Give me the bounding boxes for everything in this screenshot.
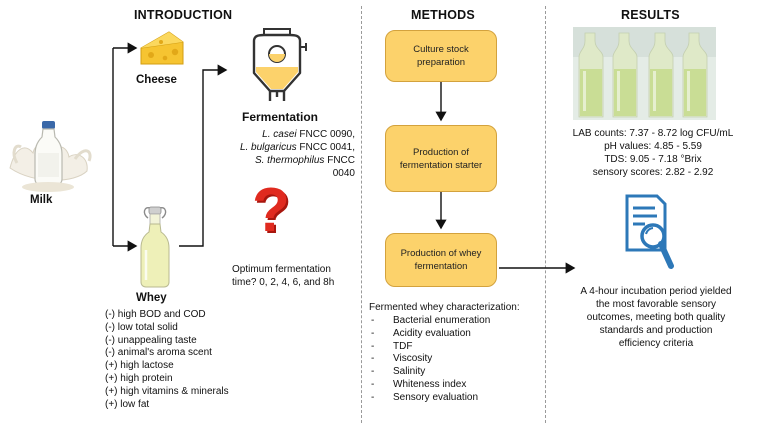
conclusion-line: efficiency criteria (618, 338, 694, 349)
question-icon: ? (252, 176, 290, 245)
conclusion-line: standards and production (599, 325, 713, 336)
report-search-icon (625, 194, 674, 269)
cheese-icon (140, 31, 184, 65)
results-conclusion: A 4-hour incubation period yielded the m… (556, 285, 756, 350)
results-heading: RESULTS (621, 8, 680, 22)
strain-name: S. thermophilus (254, 155, 325, 166)
whey-property: (+) high lactose (105, 360, 174, 372)
method-step-whey-fermentation: Production of whey fermentation (385, 233, 497, 287)
whey-label: Whey (136, 292, 167, 304)
optimum-question: Optimum fermentation time? 0, 2, 4, 6, a… (232, 263, 352, 289)
whey-property: (+) high vitamins & minerals (105, 385, 229, 397)
results-metrics: LAB counts: 7.37 - 8.72 log CFU/mL pH va… (548, 127, 758, 179)
step-line: Production of whey (400, 248, 482, 259)
methods-heading: METHODS (411, 8, 475, 22)
whey-bottle-icon (140, 206, 170, 288)
conclusion-line: outcomes, meeting both quality (586, 312, 726, 323)
fermenter-tank-icon (252, 28, 307, 101)
sample-bottles-photo (573, 27, 716, 120)
strain-name: L. casei (262, 129, 297, 140)
method-step-culture-stock: Culture stock preparation (385, 30, 497, 82)
metric-line: TDS: 9.05 - 7.18 °Brix (604, 154, 702, 165)
metric-line: LAB counts: 7.37 - 8.72 log CFU/mL (572, 128, 734, 139)
strain-code: FNCC 0040 (327, 155, 355, 179)
whey-property: (+) high protein (105, 372, 173, 384)
strain-name: L. bulgaricus (239, 142, 297, 153)
section-divider-left (361, 6, 362, 423)
metric-line: pH values: 4.85 - 5.59 (604, 141, 702, 152)
step-line: fermentation starter (399, 159, 483, 171)
characterization-item: -Salinity (371, 366, 426, 378)
fermentation-label: Fermentation (242, 110, 319, 124)
cheese-label: Cheese (136, 74, 177, 86)
characterization-item: -Viscosity (371, 353, 433, 365)
optimum-line: time? 0, 2, 4, 6, and 8h (232, 277, 335, 288)
whey-properties-list: (-) high BOD and COD (-) low total solid… (105, 309, 229, 411)
characterization-item: -Bacterial enumeration (371, 315, 491, 326)
characterization-title: Fermented whey characterization: (369, 302, 520, 313)
strain-code: FNCC 0090, (299, 129, 355, 140)
conclusion-line: A 4-hour incubation period yielded (580, 286, 732, 297)
milk-label: Milk (30, 194, 53, 206)
step-line: preparation (416, 57, 466, 68)
characterization-item: -Acidity evaluation (371, 327, 471, 339)
characterization-item: -TDF (371, 340, 413, 352)
step-line: fermentation (414, 261, 468, 272)
step-line: Culture stock (413, 44, 469, 55)
whey-property: (-) unappealing taste (105, 334, 197, 346)
whey-property: (+) low fat (105, 398, 150, 410)
step-line: Production of (413, 146, 469, 158)
strain-list: L. casei FNCC 0090, L. bulgaricus FNCC 0… (230, 128, 355, 180)
characterization-item: -Sensory evaluation (371, 391, 479, 403)
whey-property: (-) animal's aroma scent (105, 347, 212, 359)
whey-property: (-) high BOD and COD (105, 309, 206, 320)
strain-line: L. bulgaricus FNCC 0041, (230, 141, 355, 154)
metric-line: sensory scores: 2.82 - 2.92 (592, 167, 714, 178)
strain-line: L. casei FNCC 0090, (230, 128, 355, 141)
optimum-line: Optimum fermentation (232, 264, 331, 275)
strain-line: S. thermophilus FNCC 0040 (230, 154, 355, 180)
characterization-item: -Whiteness index (371, 378, 467, 390)
whey-property: (-) low total solid (105, 321, 178, 333)
characterization-list: -Bacterial enumeration -Acidity evaluati… (371, 315, 490, 405)
introduction-heading: INTRODUCTION (134, 8, 233, 22)
conclusion-line: the most favorable sensory (595, 299, 717, 310)
milk-splash-icon (9, 121, 92, 192)
section-divider-right (545, 6, 546, 423)
strain-code: FNCC 0041, (299, 142, 355, 153)
